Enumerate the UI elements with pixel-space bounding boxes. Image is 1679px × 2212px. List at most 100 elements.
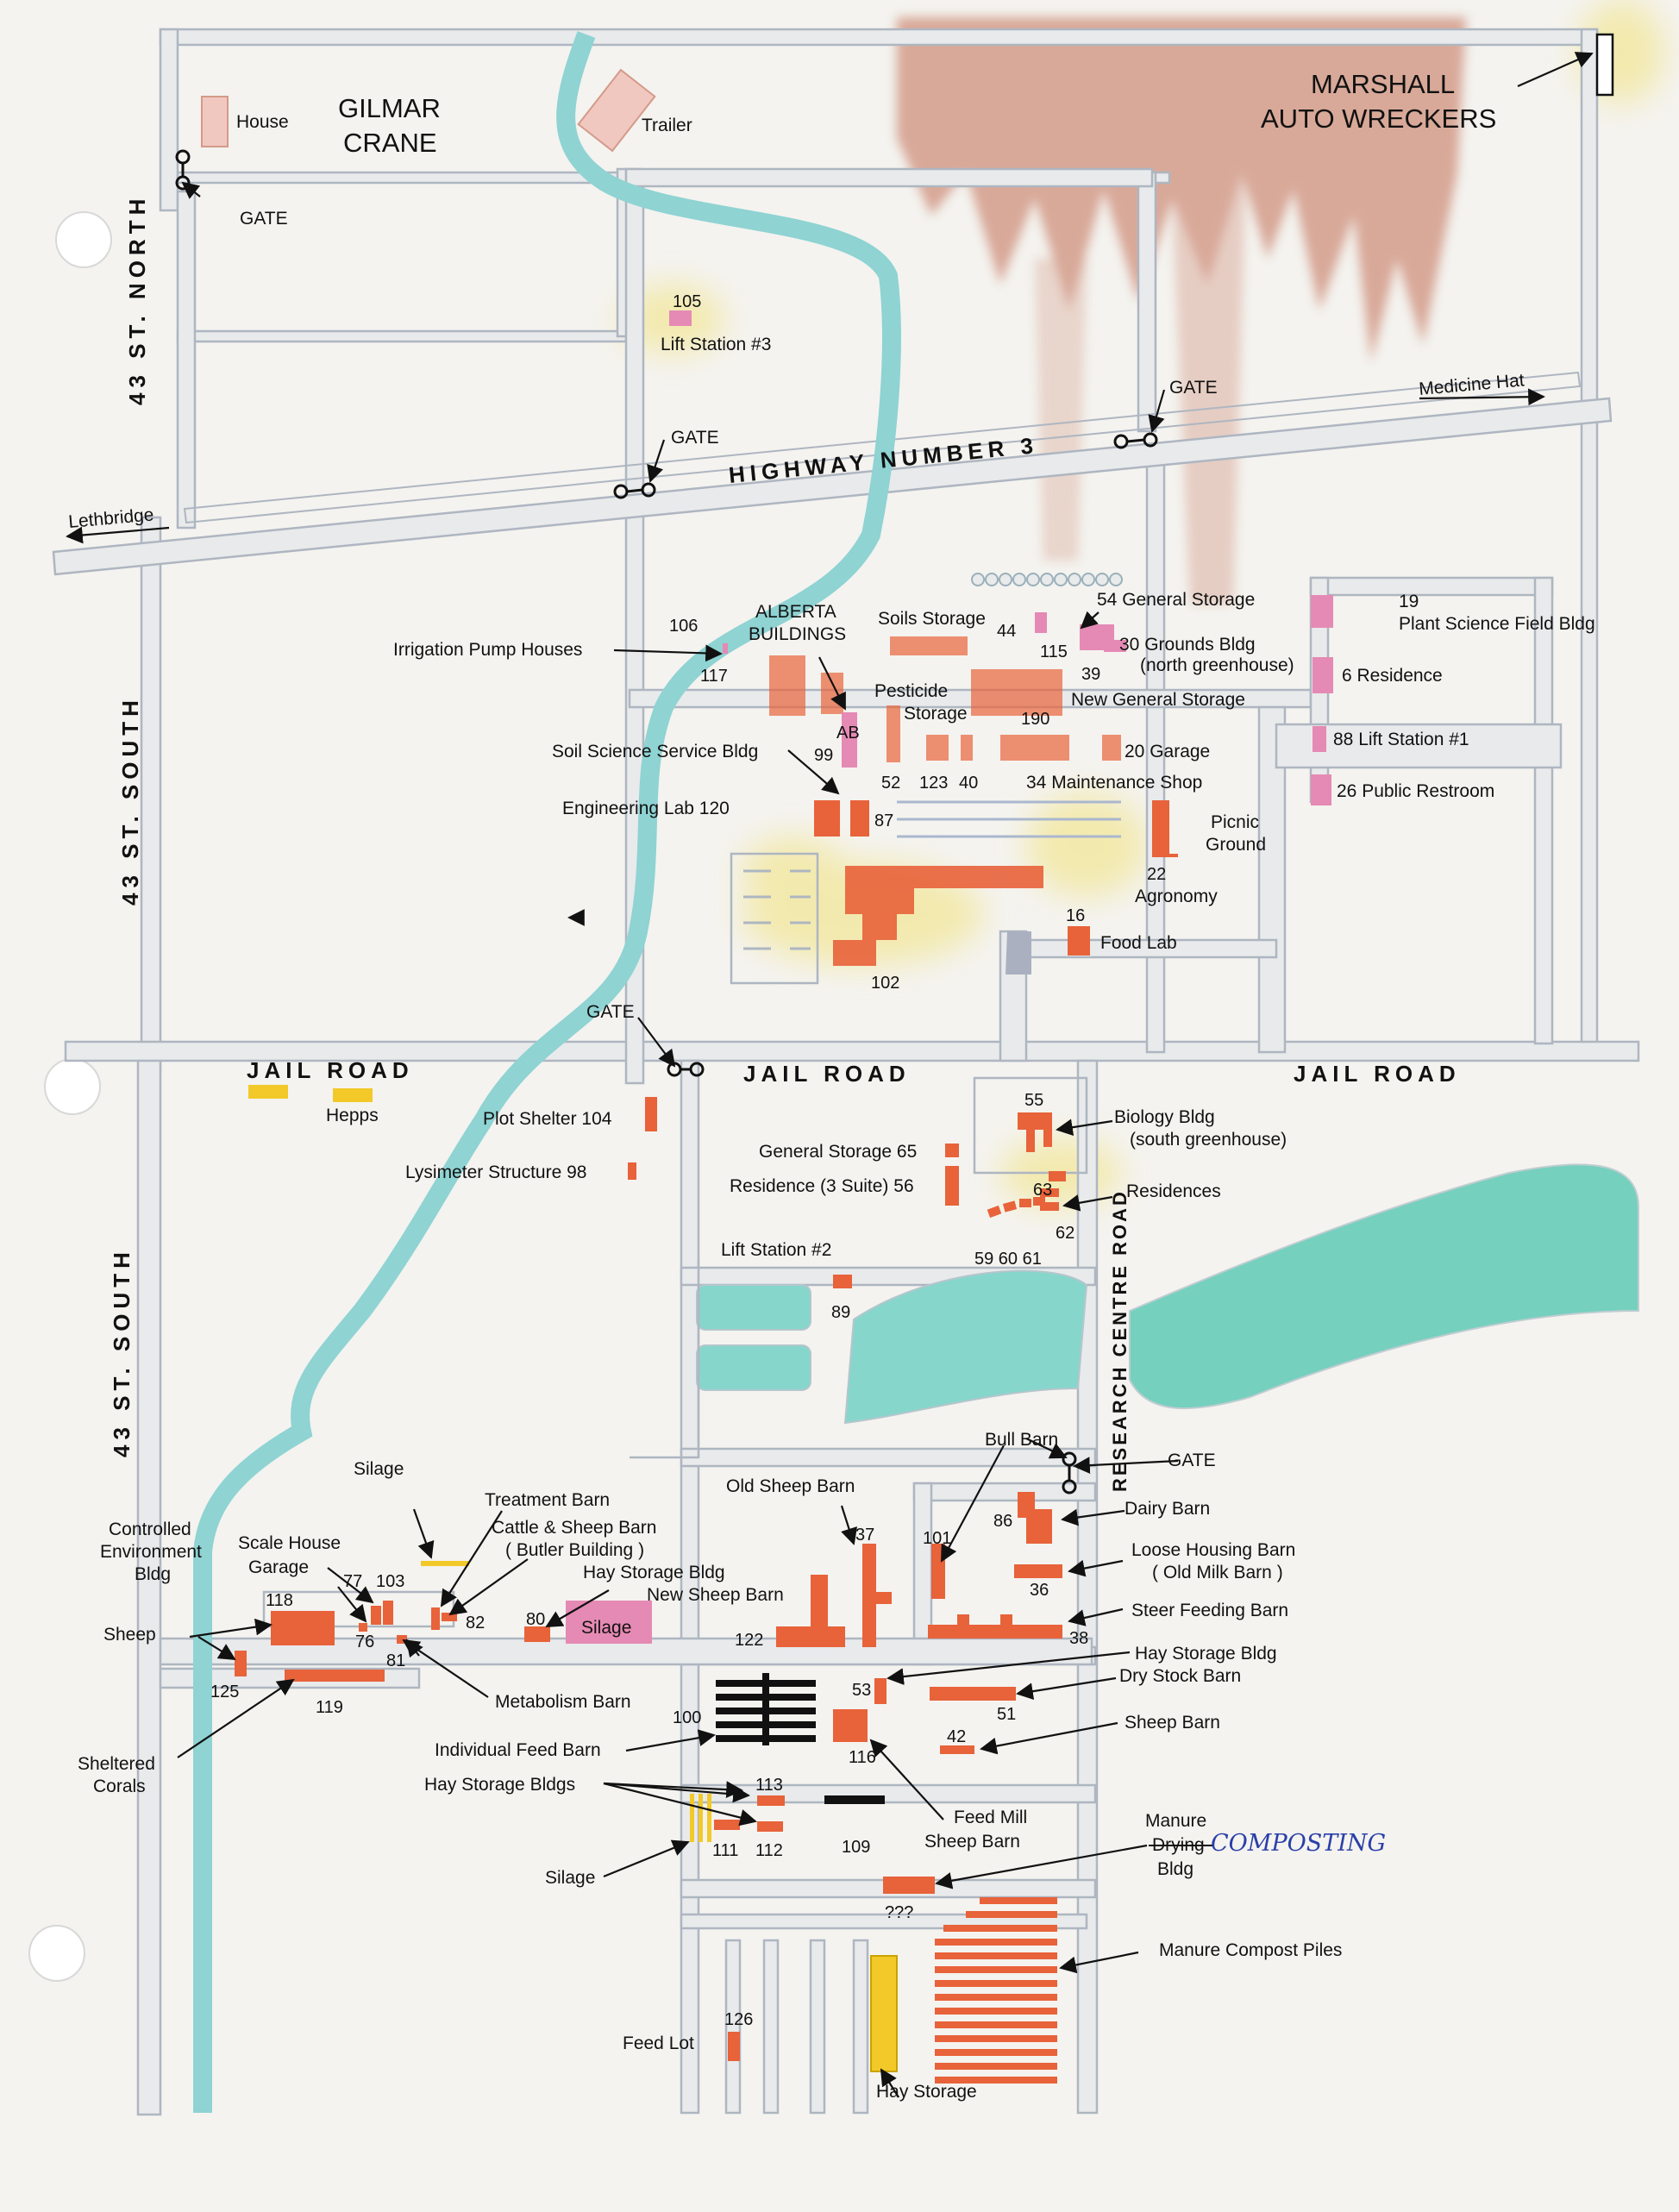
- label-dry-stock-barn: Dry Stock Barn: [1119, 1666, 1241, 1686]
- label-77: 77: [343, 1572, 362, 1591]
- label-54-general-storage: 54 General Storage: [1097, 590, 1255, 610]
- label-99: 99: [814, 746, 833, 765]
- label-trailer: Trailer: [642, 116, 692, 135]
- label-engineering-lab: Engineering Lab 120: [562, 799, 730, 818]
- label-buildings: BUILDINGS: [749, 624, 846, 644]
- label-26-public-restroom: 26 Public Restroom: [1337, 781, 1494, 801]
- label-dairy-barn: Dairy Barn: [1125, 1499, 1210, 1519]
- label-116: 116: [849, 1748, 876, 1767]
- label-103: 103: [376, 1572, 404, 1591]
- label-40: 40: [959, 774, 978, 793]
- label-sheep-barn: Sheep Barn: [1125, 1713, 1220, 1733]
- label-treatment-barn: Treatment Barn: [485, 1490, 610, 1510]
- label-garage: Garage: [248, 1557, 309, 1577]
- label-manure: Manure: [1145, 1811, 1206, 1831]
- label-39: 39: [1081, 665, 1100, 684]
- binder-holes: [28, 211, 112, 1982]
- label-37: 37: [855, 1526, 874, 1545]
- label-115: 115: [1040, 642, 1068, 661]
- label-sheltered: Sheltered: [78, 1754, 155, 1774]
- label-125: 125: [210, 1682, 239, 1701]
- label-59-60-61: 59 60 61: [974, 1250, 1042, 1269]
- label-30-grounds-bldg: 30 Grounds Bldg: [1119, 635, 1256, 655]
- label-122: 122: [735, 1631, 763, 1650]
- label-plant-science: Plant Science Field Bldg: [1399, 614, 1595, 634]
- label-silage-2: Silage: [581, 1618, 631, 1638]
- label-117: 117: [700, 667, 728, 686]
- irrigation-canal: [193, 31, 901, 2113]
- label-research-centre-road: RESEARCH CENTRE ROAD: [1109, 1189, 1131, 1492]
- label-109: 109: [842, 1838, 870, 1857]
- label-cattle-sheep-barn: Cattle & Sheep Barn: [492, 1518, 656, 1538]
- label-sheep-barn-2: Sheep Barn: [924, 1832, 1020, 1852]
- label-43-st-south-upper: 43 ST. SOUTH: [117, 695, 143, 905]
- label-food-lab: Food Lab: [1100, 933, 1177, 953]
- label-87: 87: [874, 811, 893, 830]
- label-manure-compost-piles: Manure Compost Piles: [1159, 1940, 1342, 1960]
- label-123: 123: [919, 774, 948, 793]
- label-pesticide: Pesticide: [874, 681, 948, 701]
- label-sheep: Sheep: [103, 1625, 156, 1645]
- label-soil-science: Soil Science Service Bldg: [552, 742, 758, 761]
- label-hay-storage-bldg: Hay Storage Bldg: [583, 1563, 725, 1582]
- label-new-sheep-barn: New Sheep Barn: [647, 1585, 784, 1605]
- label-jail-road-1: JAIL ROAD: [247, 1057, 414, 1083]
- manure-compost-piles: [935, 1897, 1057, 2084]
- label-100: 100: [673, 1708, 701, 1727]
- label-hay-storage: Hay Storage: [876, 2082, 977, 2102]
- label-irrigation-pump-houses: Irrigation Pump Houses: [393, 640, 582, 660]
- label-bull-barn: Bull Barn: [985, 1430, 1058, 1450]
- label-52: 52: [881, 774, 900, 793]
- label-jail-road-3: JAIL ROAD: [1294, 1061, 1461, 1087]
- label-loose-housing: Loose Housing Barn: [1131, 1540, 1295, 1560]
- label-88-lift-station-1: 88 Lift Station #1: [1333, 730, 1469, 749]
- label-residence-56: Residence (3 Suite) 56: [730, 1176, 914, 1196]
- label-house: House: [236, 112, 289, 132]
- label-112: 112: [755, 1841, 783, 1860]
- label-22: 22: [1147, 865, 1166, 884]
- label-20-garage: 20 Garage: [1125, 742, 1210, 761]
- label-general-storage-65: General Storage 65: [759, 1142, 917, 1162]
- label-lysimeter: Lysimeter Structure 98: [405, 1162, 586, 1182]
- label-lift-station-2: Lift Station #2: [721, 1240, 831, 1260]
- label-81: 81: [386, 1651, 405, 1670]
- label-old-sheep-barn: Old Sheep Barn: [726, 1476, 855, 1496]
- label-ground: Ground: [1206, 835, 1266, 855]
- label-butler-building: ( Butler Building ): [505, 1540, 644, 1560]
- highway-number-3: [52, 371, 1613, 576]
- label-steer-feeding: Steer Feeding Barn: [1131, 1601, 1288, 1620]
- label-80: 80: [526, 1610, 545, 1629]
- label-82: 82: [466, 1614, 485, 1632]
- label-bldg: Bldg: [1157, 1859, 1193, 1879]
- label-residences: Residences: [1126, 1181, 1221, 1201]
- label-feed-lot: Feed Lot: [623, 2033, 694, 2053]
- label-gate-4: GATE: [586, 1002, 635, 1022]
- label-38: 38: [1069, 1629, 1088, 1648]
- label-new-general-storage: New General Storage: [1071, 690, 1245, 710]
- label-ab: AB: [836, 724, 860, 743]
- label-6-residence: 6 Residence: [1342, 666, 1443, 686]
- label-gate-5: GATE: [1168, 1451, 1216, 1470]
- leader-lines: [66, 52, 1594, 2098]
- label-36: 36: [1030, 1581, 1049, 1600]
- label-auto-wreckers: AUTO WRECKERS: [1261, 103, 1496, 134]
- label-43-st-south-lower: 43 ST. SOUTH: [109, 1247, 135, 1457]
- label-individual-feed-barn: Individual Feed Barn: [435, 1740, 601, 1760]
- label-hay-storage-bldgs: Hay Storage Bldgs: [424, 1775, 575, 1795]
- label-gate-3: GATE: [1169, 378, 1218, 398]
- label-111: 111: [712, 1841, 738, 1860]
- ponds: [696, 1163, 1639, 1425]
- label-silage-3: Silage: [545, 1868, 595, 1888]
- label-jail-road-2: JAIL ROAD: [743, 1061, 911, 1087]
- label-62: 62: [1056, 1224, 1074, 1243]
- label-controlled-3: Bldg: [135, 1564, 171, 1584]
- label-silage-1: Silage: [354, 1459, 404, 1479]
- circle-row: [971, 573, 1123, 586]
- parking-lines: [743, 800, 1121, 950]
- label-55: 55: [1024, 1091, 1043, 1110]
- label-101: 101: [923, 1529, 951, 1548]
- label-soils-storage: Soils Storage: [878, 609, 986, 629]
- label-89: 89: [831, 1303, 850, 1322]
